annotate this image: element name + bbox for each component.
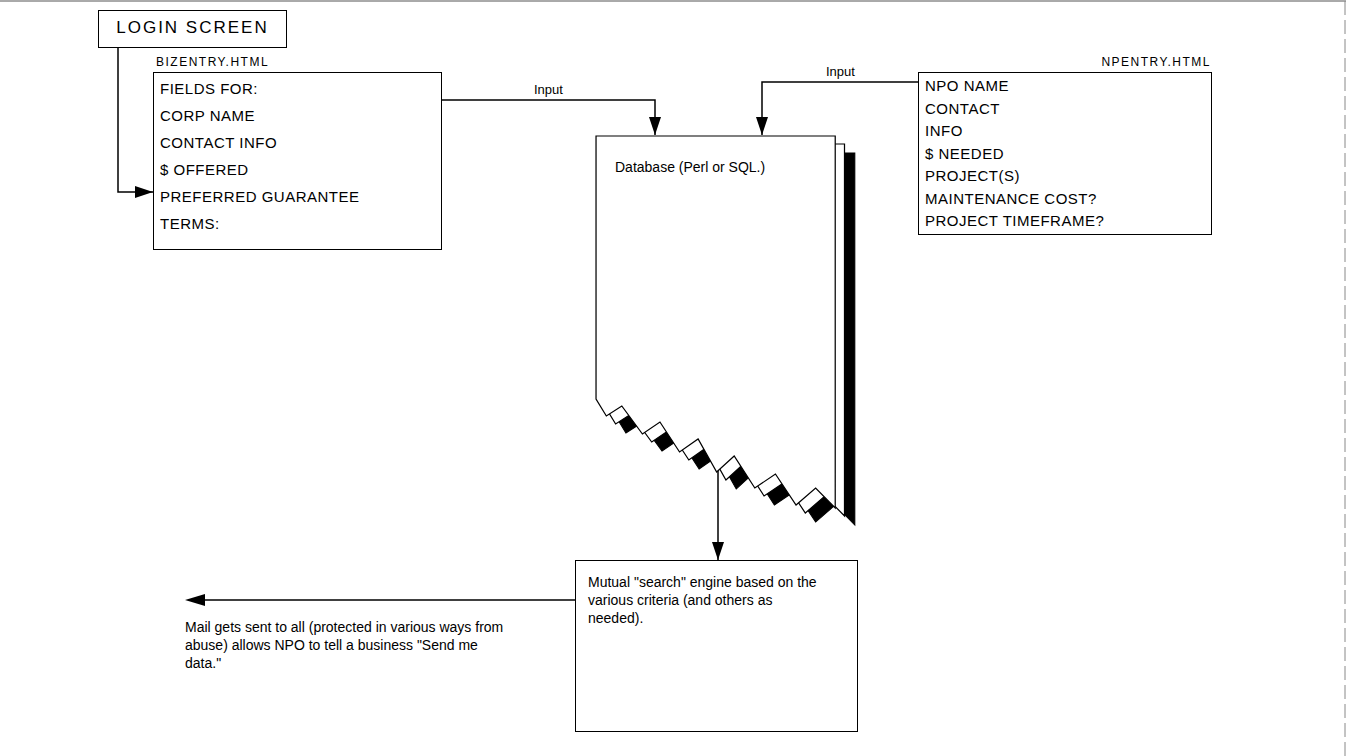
- database-shape: Database (Perl or SQL.): [595, 135, 861, 533]
- field-name: INFO: [919, 120, 1211, 143]
- mail-arrow-head: [185, 594, 205, 606]
- form-box: NPENTRY.HTMLNPO NAMECONTACTINFO$ NEEDEDP…: [918, 72, 1212, 235]
- connector-line: [762, 82, 918, 135]
- field-name: CORP NAME: [154, 102, 441, 129]
- field-name: TERMS:: [154, 210, 441, 237]
- arrow-head: [649, 117, 661, 135]
- arrow-head: [756, 117, 768, 135]
- arrow-head: [135, 186, 153, 198]
- note-text: Mail gets sent to all (protected in vari…: [185, 618, 510, 672]
- edge-label: Input: [532, 82, 565, 97]
- field-name: PREFERRED GUARANTEE: [154, 183, 441, 210]
- field-name: MAINTENANCE COST?: [919, 188, 1211, 211]
- frame-top: [0, 1, 1346, 2]
- connector-line: [118, 48, 153, 192]
- field-name: CONTACT: [919, 98, 1211, 121]
- form-box: BIZENTRY.HTMLFIELDS FOR:CORP NAMECONTACT…: [153, 72, 442, 250]
- field-name: FIELDS FOR:: [154, 75, 441, 102]
- mail-arrow-line: [200, 599, 575, 601]
- file-name: BIZENTRY.HTML: [156, 55, 269, 69]
- frame-right: [1345, 1, 1346, 756]
- arrow-head: [712, 542, 724, 560]
- file-name: NPENTRY.HTML: [1101, 55, 1211, 69]
- database-label: Database (Perl or SQL.): [595, 135, 861, 175]
- edge-label: Input: [824, 64, 857, 79]
- connector-line: [442, 100, 655, 135]
- connector: [118, 48, 153, 198]
- search-box: Mutual "search" engine based on the vari…: [575, 560, 858, 732]
- field-name: PROJECT TIMEFRAME?: [919, 210, 1211, 233]
- connector: [442, 100, 661, 135]
- connector: [756, 82, 918, 135]
- field-name: CONTACT INFO: [154, 129, 441, 156]
- field-name: $ NEEDED: [919, 143, 1211, 166]
- field-name: $ OFFERED: [154, 156, 441, 183]
- field-name: NPO NAME: [919, 75, 1211, 98]
- box-title: LOGIN SCREEN: [99, 11, 286, 45]
- search-description: Mutual "search" engine based on the vari…: [576, 561, 838, 627]
- front-page: [596, 136, 835, 508]
- database-pages: [595, 135, 861, 533]
- login-box: LOGIN SCREEN: [98, 10, 287, 48]
- field-name: PROJECT(S): [919, 165, 1211, 188]
